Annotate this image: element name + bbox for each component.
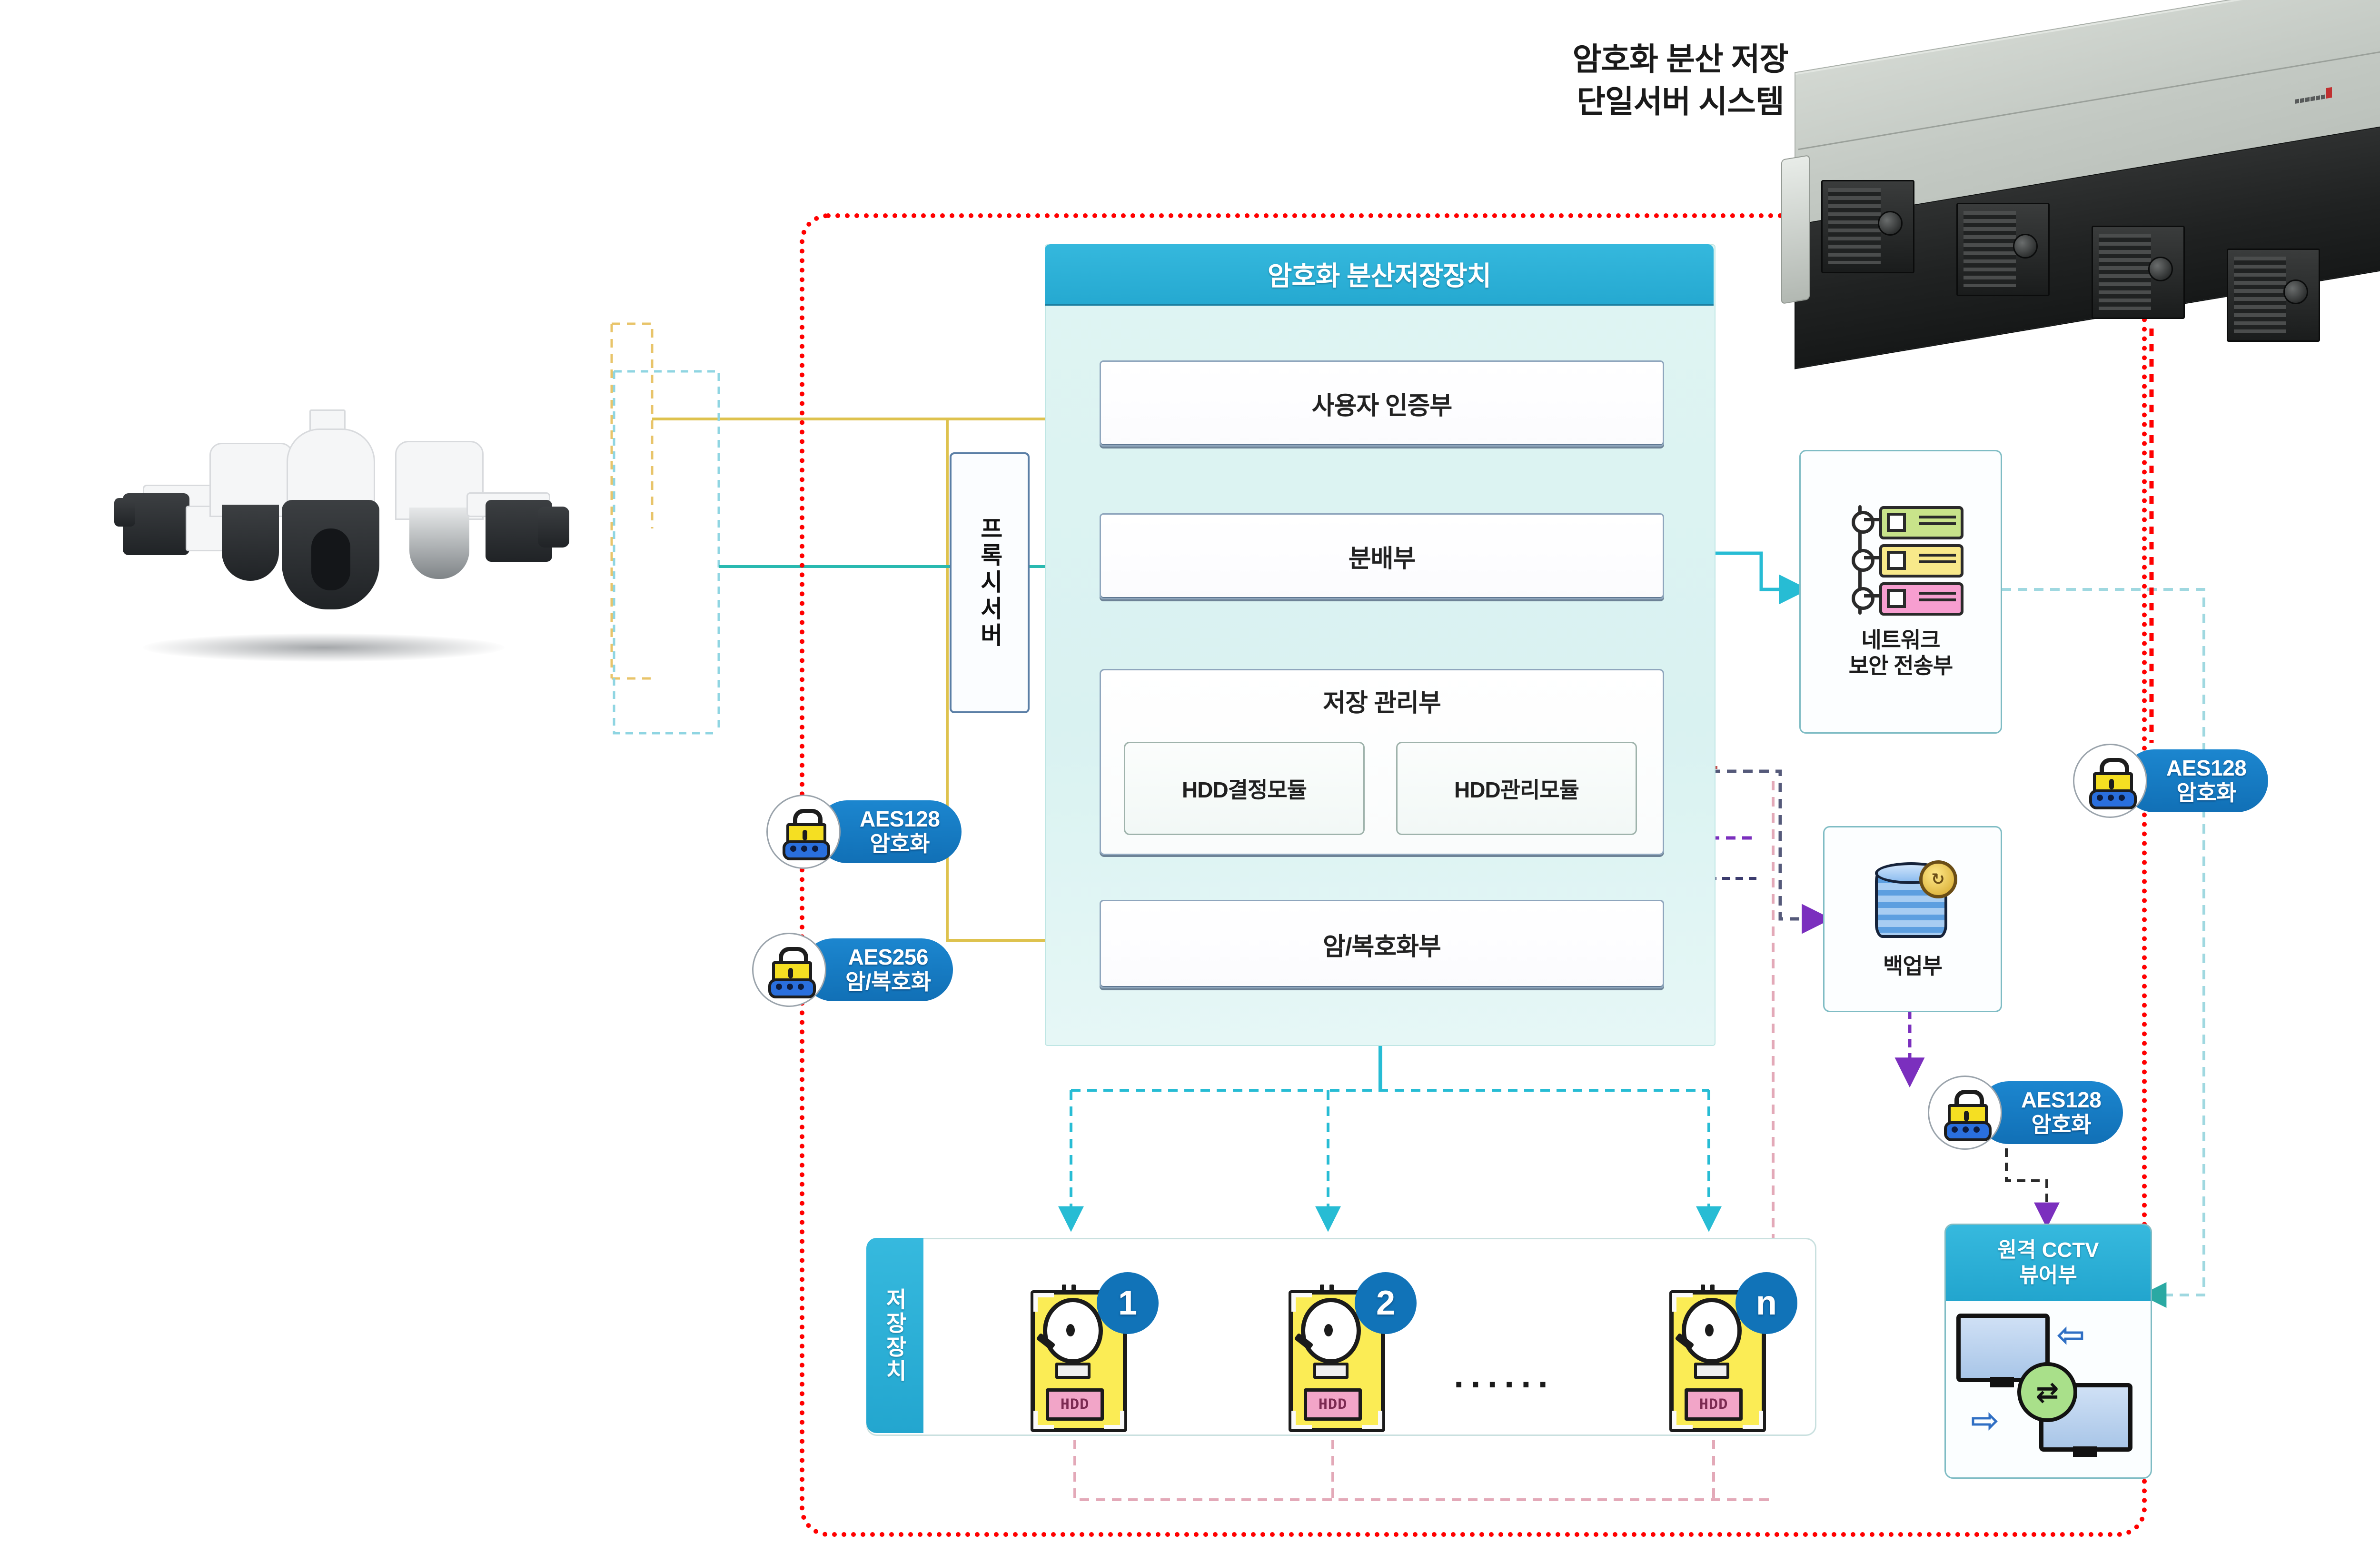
box-encrypt-decrypt[interactable]: 암/복호화부 [1100, 900, 1664, 988]
box-network-security-transfer[interactable]: 네트워크 보안 전송부 [1799, 450, 2002, 734]
hdd-item[interactable]: HDD n [1669, 1272, 1797, 1432]
panel-header: 암호화 분산저장장치 [1045, 244, 1714, 306]
page-title-line1: 암호화 분산 저장 [1572, 41, 1789, 77]
cctv-viewer-line1: 원격 CCTV [1997, 1238, 2099, 1262]
box-remote-cctv-viewer-header: 원격 CCTV 뷰어부 [1946, 1225, 2151, 1301]
padlock-icon [2073, 744, 2147, 818]
badge-aes128-camera-link: AES128 암호화 [766, 795, 962, 869]
padlock-icon [766, 795, 841, 869]
badge-aes128-camera-algo: AES128 [860, 807, 940, 832]
badge-aes128-network-algo: AES128 [2166, 756, 2247, 781]
refresh-badge-icon: ↻ [1919, 860, 1957, 898]
badge-aes256-algo: AES256 [848, 945, 929, 970]
badge-aes128-camera-mode: 암호화 [870, 831, 930, 856]
rack-server-image [1780, 0, 2380, 369]
cctv-camera-group [114, 409, 595, 676]
box-backup-label: 백업부 [1883, 953, 1943, 978]
box-network-security-line1: 네트워크 [1861, 627, 1940, 652]
hdd-ellipsis: ······ [1454, 1365, 1555, 1405]
page-title-line2: 단일서버 시스템 [1577, 84, 1784, 120]
box-storage-manager[interactable]: 저장 관리부 HDD결정모듈 HDD관리모듈 [1100, 669, 1664, 855]
badge-aes128-viewer: AES128 암호화 [1928, 1076, 2123, 1150]
hdd-item[interactable]: HDD 2 [1289, 1272, 1417, 1432]
box-backup[interactable]: ↻ 백업부 [1823, 826, 2002, 1012]
padlock-icon [752, 933, 826, 1007]
database-icon: ↻ [1871, 859, 1957, 943]
server-rack-icon [1841, 505, 1964, 616]
sync-icon: ⇄ [2017, 1362, 2077, 1422]
module-hdd-manage[interactable]: HDD관리모듈 [1396, 742, 1637, 835]
box-storage-manager-label: 저장 관리부 [1323, 689, 1441, 717]
box-remote-cctv-viewer[interactable]: 원격 CCTV 뷰어부 ⇦ ⇨ ⇄ [1944, 1224, 2152, 1479]
box-proxy-server[interactable]: 프록시서버 [950, 452, 1030, 713]
box-user-authentication-label: 사용자 인증부 [1311, 392, 1452, 420]
module-hdd-decide-label: HDD결정모듈 [1182, 777, 1307, 802]
module-hdd-decide[interactable]: HDD결정모듈 [1124, 742, 1365, 835]
hdd-number: 1 [1097, 1272, 1159, 1334]
hdd-label: HDD [1685, 1388, 1743, 1421]
left-arrow-icon: ⇦ [2056, 1316, 2085, 1354]
page-title: 암호화 분산 저장 단일서버 시스템 [1528, 38, 1833, 123]
box-proxy-server-label: 프록시서버 [976, 516, 1003, 649]
hdd-label: HDD [1046, 1388, 1104, 1421]
padlock-icon [1928, 1076, 2002, 1150]
right-arrow-icon: ⇨ [1971, 1402, 2000, 1440]
storage-device-tab: 저장장치 [866, 1238, 923, 1433]
hdd-number: 2 [1355, 1272, 1417, 1334]
panel-header-label: 암호화 분산저장장치 [1267, 261, 1491, 291]
box-distributor[interactable]: 분배부 [1100, 513, 1664, 599]
system-boundary [800, 213, 2147, 1537]
badge-aes128-network: AES128 암호화 [2073, 744, 2269, 818]
storage-device-tab-label: 저장장치 [883, 1288, 907, 1383]
hdd-item[interactable]: HDD 1 [1031, 1272, 1159, 1432]
hdd-number: n [1735, 1272, 1797, 1334]
hdd-label: HDD [1304, 1388, 1362, 1421]
box-encrypt-decrypt-label: 암/복호화부 [1323, 933, 1441, 961]
badge-aes128-network-mode: 암호화 [2176, 780, 2236, 805]
box-network-security-line2: 보안 전송부 [1848, 653, 1953, 678]
cctv-viewer-line2: 뷰어부 [2019, 1264, 2077, 1287]
monitor-sync-icon: ⇦ ⇨ ⇄ [1946, 1301, 2151, 1477]
badge-aes256-mode: 암/복호화 [845, 969, 931, 994]
box-user-authentication[interactable]: 사용자 인증부 [1100, 360, 1664, 447]
badge-aes256-crypto: AES256 암/복호화 [752, 933, 953, 1007]
module-hdd-manage-label: HDD관리모듈 [1454, 777, 1579, 802]
badge-aes128-viewer-algo: AES128 [2021, 1087, 2102, 1113]
box-distributor-label: 분배부 [1348, 545, 1416, 573]
badge-aes128-viewer-mode: 암호화 [2031, 1112, 2091, 1137]
